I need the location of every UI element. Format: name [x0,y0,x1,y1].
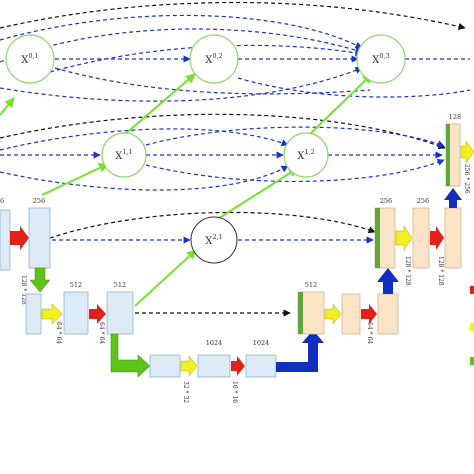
ch-dec-l1-a: 256 [380,197,392,205]
legend-mark-red [470,286,474,294]
ch-dec-l2: 512 [305,281,317,289]
dec-l0-conv-arrow [460,140,474,164]
enc-l2-block-c [106,291,134,335]
svg-text:X1,1: X1,1 [115,148,132,162]
upsample-arrows [0,73,373,307]
node-x11: X1,1 [101,132,147,178]
dec-l2-block-c [377,293,399,335]
skip-row1-upper-arc [0,128,289,151]
pool-l1-l2 [29,267,51,293]
long-skip-connections [0,1,466,317]
dec-l2-conv-arrow-a [324,303,342,325]
pool-l2-l3 [110,333,151,378]
up-x21-x12 [215,167,299,221]
dim-l3-a: 32 * 32 [182,381,189,403]
ch-l1: 256 [33,197,45,205]
legend-mark-green [470,357,474,365]
dim-dec-l1-a: 128 * 128 [404,256,411,286]
dec-l1-concat-bar [375,208,380,268]
enc-l1-conv-arrow [10,226,29,250]
dim-dec-l0: 256 * 256 [463,164,470,194]
enc-l2-block-a [25,293,42,335]
enc-l2-conv-arrow-b [89,304,106,324]
up-l1-l0 [444,188,462,208]
skip-x01-down-arc [54,67,371,95]
legend-mark-yellow [470,323,474,331]
dec-l1-block-c [444,207,462,269]
enc-l2-conv-arrow-a [41,303,63,325]
skip-x01-below-arc [0,67,363,102]
up-x12-x03 [307,73,373,137]
ch-l3-a: 1024 [206,339,223,347]
ch-dec-l0: 128 [449,113,461,121]
svg-text:X1,2: X1,2 [297,148,314,162]
skip-l0-top [0,1,466,31]
node-x12: X1,2 [283,132,329,178]
enc-l2-block-b [63,291,89,335]
ch-l2-b: 512 [114,281,126,289]
node-x21: X2,1 [190,216,238,264]
svg-text:X0,3: X0,3 [372,52,389,66]
up-l3-l2 [276,330,324,372]
ch-l3-b: 1024 [253,339,270,347]
ch-dec-l1-b: 256 [417,197,429,205]
dim-l1: 128 * 128 [20,275,27,305]
enc-l1-block-a [0,209,11,271]
enc-l3-block-b [197,354,231,378]
dim-l2: 64 * 64 [55,322,62,344]
dec-l0-concat-bar [446,124,450,186]
dec-l1-block-b [412,207,430,269]
node-x02: X0,2 [189,34,239,84]
node-x01: X0,1 [5,34,55,84]
ch-l1-partial: 6 [0,197,4,205]
up-x11-x02 [123,73,196,136]
svg-text:X0,1: X0,1 [21,52,38,66]
skip-l0-bottom [0,113,446,150]
skip-x02-out-arc [237,77,471,98]
dec-l1-conv-arrow-a [395,225,413,251]
up-l2-x21 [134,249,197,307]
skip-l1 [49,211,376,239]
svg-text:X2,1: X2,1 [205,233,222,247]
skip-row1-lower-arc [0,165,289,191]
up-l2-l1 [377,268,399,294]
skip-x11-out-lower-arc [145,158,445,183]
encoder: 6 256 128 * 128 512 512 64 * 64 64 * 64 … [0,197,324,403]
enc-l3-conv-arrow-b [231,356,245,376]
skip-x11-out-arc [145,126,445,148]
dim-l3-b: 16 * 16 [231,381,238,403]
dim-l2-b: 64 * 64 [98,322,105,344]
dec-l1-conv-arrow-b [430,226,444,250]
nested-nodes: X0,1 X0,2 X0,3 X1,1 X1,2 X2,1 [5,34,406,264]
node-x03: X0,3 [356,34,406,84]
up-l1-x11 [41,163,109,196]
ch-l2-a: 512 [70,281,82,289]
svg-text:X0,2: X0,2 [205,52,222,66]
skip-top-arc-a [0,14,363,49]
up-to-x01 [0,97,15,116]
enc-l3-block-c [245,354,277,378]
dec-l2-block-b [341,293,361,335]
dim-dec-l2: 64 * 64 [366,322,373,344]
decoder: 512 64 * 64 256 256 128 * 128 128 * 128 … [297,113,474,365]
enc-l3-block-a [149,354,181,378]
dec-l2-concat-bar [298,292,303,334]
dec-l2-conv-arrow-b [361,304,377,324]
enc-l3-conv-arrow-a [180,355,198,377]
dim-dec-l1-b: 128 * 128 [437,256,444,286]
enc-l1-block-b [28,207,51,269]
